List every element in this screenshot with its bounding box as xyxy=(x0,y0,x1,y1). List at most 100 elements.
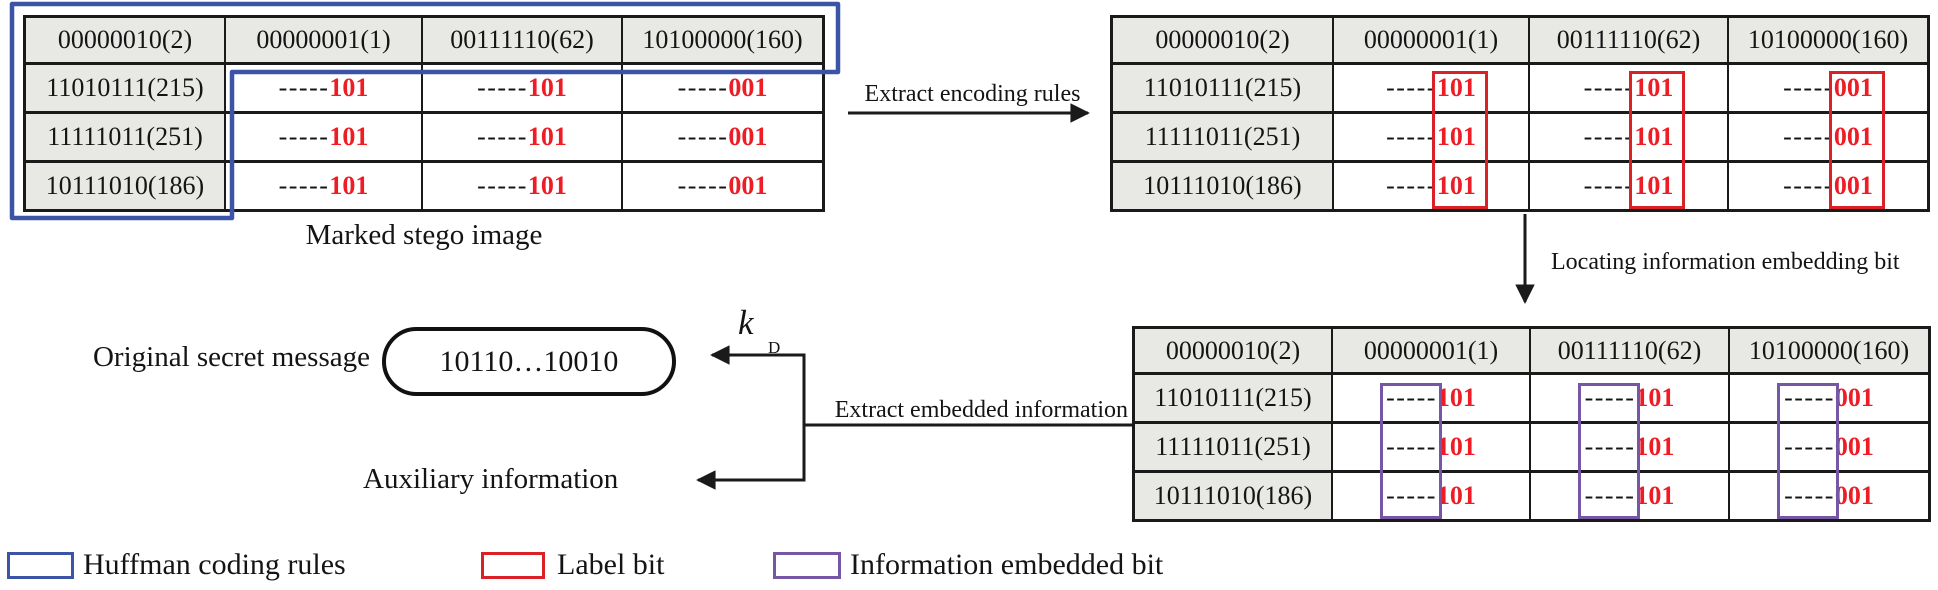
table-cell: 11111011(251) xyxy=(1135,424,1331,470)
bit-value: 001 xyxy=(728,171,768,200)
label-bit-highlight xyxy=(1829,71,1885,209)
table-cell: 00000010(2) xyxy=(1113,18,1332,62)
bit-value: 101 xyxy=(329,122,369,151)
prefix-dashes: ----- xyxy=(477,171,528,200)
prefix-dashes: ----- xyxy=(477,73,528,102)
prefix-dashes: ----- xyxy=(677,171,729,200)
table-cell: 00000001(1) xyxy=(1334,18,1528,62)
legend-label-huffman: Huffman coding rules xyxy=(83,548,346,581)
prefix-dashes: ----- xyxy=(1584,432,1636,461)
label-bit-highlight xyxy=(1629,71,1685,209)
table-cell: 11010111(215) xyxy=(26,65,224,111)
table-cell: 00111110(62) xyxy=(423,18,621,62)
bit-value: 101 xyxy=(329,171,369,200)
bit-value: 001 xyxy=(1833,73,1873,102)
bit-value: 101 xyxy=(527,73,567,102)
bit-value: 101 xyxy=(1436,481,1476,510)
table-cell: 10111010(186) xyxy=(26,163,224,209)
table-cell: 11010111(215) xyxy=(1135,375,1331,421)
prefix-dashes: ----- xyxy=(1584,383,1636,412)
prefix-dashes: ----- xyxy=(1386,73,1437,102)
table-cell: -----101 xyxy=(1530,163,1727,209)
table-cell: -----001 xyxy=(623,114,822,160)
prefix-dashes: ----- xyxy=(1386,171,1437,200)
table-cell: -----101 xyxy=(226,163,421,209)
prefix-dashes: ----- xyxy=(1784,383,1835,412)
table-cell: -----101 xyxy=(1531,473,1728,519)
bit-value: 101 xyxy=(1436,383,1476,412)
prefix-dashes: ----- xyxy=(1583,73,1635,102)
table-cell: -----001 xyxy=(1730,473,1928,519)
bit-value: 101 xyxy=(329,73,369,102)
bit-value: 101 xyxy=(1436,122,1476,151)
table-cell: -----001 xyxy=(1730,375,1928,421)
bit-value: 101 xyxy=(1634,122,1674,151)
table-cell: -----101 xyxy=(423,65,621,111)
table-cell: -----101 xyxy=(423,163,621,209)
table-cell: -----101 xyxy=(1530,114,1727,160)
table-cell: 11111011(251) xyxy=(1113,114,1332,160)
bit-value: 101 xyxy=(527,171,567,200)
embedding-bit-table: 00000010(2)00000001(1)00111110(62)101000… xyxy=(1132,326,1931,522)
prefix-dashes: ----- xyxy=(1386,122,1437,151)
bit-value: 001 xyxy=(728,73,768,102)
table-cell: 00111110(62) xyxy=(1530,18,1727,62)
prefix-dashes: ----- xyxy=(677,73,729,102)
secret-bits: 10110…10010 xyxy=(439,344,619,378)
prefix-dashes: ----- xyxy=(1784,432,1835,461)
extract-embedded-information-label: Extract embedded information xyxy=(834,397,1128,423)
prefix-dashes: ----- xyxy=(1386,481,1437,510)
table-cell: -----001 xyxy=(1729,65,1927,111)
prefix-dashes: ----- xyxy=(477,122,528,151)
table-cell: -----101 xyxy=(1333,424,1529,470)
bit-value: 101 xyxy=(1436,432,1476,461)
marked-stego-table: 00000010(2)00000001(1)00111110(62)101000… xyxy=(23,15,825,212)
bit-value: 101 xyxy=(1436,171,1476,200)
table-cell: 11010111(215) xyxy=(1113,65,1332,111)
prefix-dashes: ----- xyxy=(1386,383,1437,412)
table-cell: -----101 xyxy=(1531,424,1728,470)
table-cell: 00000001(1) xyxy=(1333,329,1529,372)
table-cell: -----101 xyxy=(1334,163,1528,209)
table-cell: -----101 xyxy=(423,114,621,160)
table-cell: -----101 xyxy=(1334,65,1528,111)
label-bit-highlight xyxy=(1432,71,1488,209)
bit-value: 101 xyxy=(1634,171,1674,200)
prefix-dashes: ----- xyxy=(1584,481,1636,510)
table-cell: -----101 xyxy=(1530,65,1727,111)
prefix-dashes: ----- xyxy=(278,122,330,151)
bit-value: 101 xyxy=(1635,383,1675,412)
prefix-dashes: ----- xyxy=(1784,481,1835,510)
auxiliary-information-label: Auxiliary information xyxy=(363,463,619,495)
bit-value: 001 xyxy=(1834,481,1874,510)
embedded-bit-highlight xyxy=(1578,383,1640,519)
prefix-dashes: ----- xyxy=(677,122,729,151)
bit-value: 001 xyxy=(1834,432,1874,461)
bit-value: 001 xyxy=(1833,122,1873,151)
locating-embedding-bit-label: Locating information embedding bit xyxy=(1551,249,1900,275)
embedded-bit-highlight xyxy=(1777,383,1839,519)
secret-message-capsule: 10110…10010 xyxy=(382,327,676,396)
prefix-dashes: ----- xyxy=(1583,122,1635,151)
table-cell: 00000001(1) xyxy=(226,18,421,62)
table-cell: -----101 xyxy=(1333,375,1529,421)
bit-value: 001 xyxy=(1834,383,1874,412)
embedded-bit-highlight xyxy=(1380,383,1442,519)
label-bit-table: 00000010(2)00000001(1)00111110(62)101000… xyxy=(1110,15,1930,212)
bit-value: 101 xyxy=(527,122,567,151)
table-cell: -----101 xyxy=(1334,114,1528,160)
legend-swatch-embedded-bit xyxy=(773,552,841,579)
table-cell: -----101 xyxy=(1531,375,1728,421)
prefix-dashes: ----- xyxy=(1783,122,1834,151)
bit-value: 101 xyxy=(1634,73,1674,102)
table-cell: -----001 xyxy=(623,163,822,209)
table-cell: -----001 xyxy=(1729,114,1927,160)
table-cell: 10100000(160) xyxy=(623,18,822,62)
original-secret-message-label: Original secret message xyxy=(92,341,370,373)
table-cell: 00000010(2) xyxy=(1135,329,1331,372)
legend-label-label-bit: Label bit xyxy=(557,548,665,581)
prefix-dashes: ----- xyxy=(1783,73,1834,102)
key-symbol: k xyxy=(738,303,754,342)
table-cell: -----101 xyxy=(226,65,421,111)
